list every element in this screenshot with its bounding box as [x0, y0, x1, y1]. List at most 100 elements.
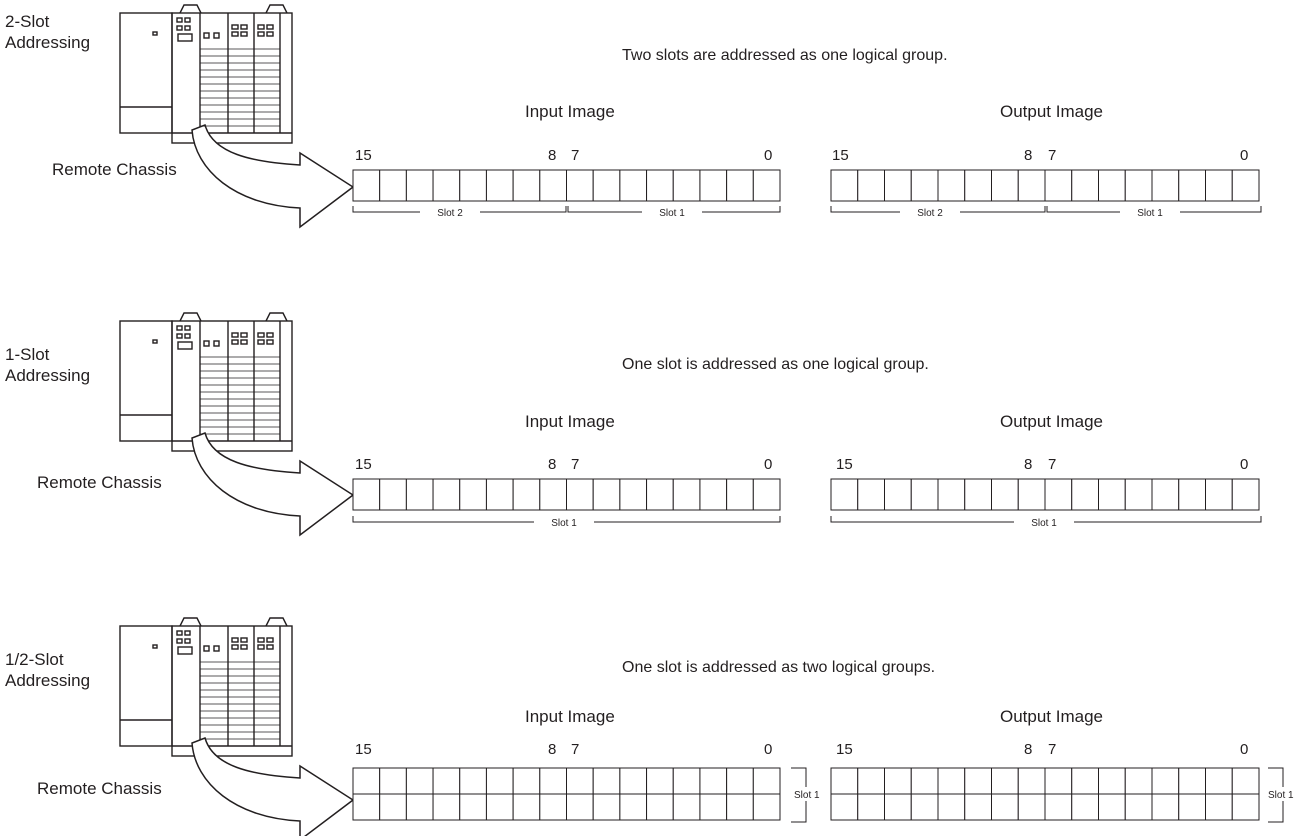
bit-cell-15-row-2 — [830, 793, 859, 821]
section-description: One slot is addressed as two logical gro… — [622, 659, 935, 676]
bit-cell-2-row-1 — [1178, 767, 1206, 795]
bit-label-0: 0 — [764, 456, 772, 473]
bit-cell-5-row-1 — [619, 767, 648, 795]
bit-label-0: 0 — [1240, 147, 1248, 164]
bit-cell-11-row-1 — [459, 767, 487, 795]
section-2-slot: 2-Slot Addressing Remote Chassis Two slo… — [5, 4, 1262, 228]
bit-cell-11 — [937, 478, 966, 511]
bit-cell-1-row-1 — [1205, 767, 1233, 795]
bit-cell-8-row-2 — [539, 793, 567, 821]
bit-label-7: 7 — [571, 741, 579, 758]
bit-cell-3-row-2 — [1151, 793, 1180, 821]
transfer-arrow-icon — [191, 737, 354, 836]
bit-cell-1 — [1205, 169, 1233, 202]
bracket-label-slot-1: Slot 1 — [1031, 518, 1057, 529]
bit-cell-5-row-2 — [1098, 793, 1126, 821]
bit-label-7: 7 — [1048, 456, 1056, 473]
bit-cell-0-row-2 — [752, 793, 781, 821]
bit-cell-2 — [1178, 478, 1206, 511]
bit-cell-14 — [379, 169, 407, 202]
bit-label-15: 15 — [355, 147, 372, 164]
bit-label-0: 0 — [764, 147, 772, 164]
transfer-arrow-icon — [191, 124, 354, 228]
bracket-label-slot-2: Slot 2 — [917, 208, 943, 219]
bit-cell-3-row-1 — [1151, 767, 1180, 795]
input-image: Input Image 15 8 7 0 Slot 1 — [352, 707, 829, 823]
bit-cell-15-row-1 — [830, 767, 859, 795]
bit-cell-1 — [726, 169, 754, 202]
output-image: Output Image 15 8 7 0 Slot 1 — [830, 707, 1302, 823]
bit-cell-1-row-1 — [726, 767, 754, 795]
bit-cell-8-row-1 — [1017, 767, 1046, 795]
bit-grid — [352, 169, 781, 202]
transfer-arrow-icon — [191, 432, 354, 536]
bit-cell-5-row-1 — [1098, 767, 1126, 795]
bit-cell-9 — [512, 169, 541, 202]
bit-cell-5 — [1098, 169, 1126, 202]
bit-cell-11 — [459, 169, 487, 202]
bit-cell-7 — [566, 478, 594, 511]
bit-grid — [352, 478, 781, 511]
bit-cell-0 — [752, 169, 781, 202]
bit-cell-15 — [830, 478, 859, 511]
bit-cell-2-row-2 — [1178, 793, 1206, 821]
bit-cell-13-row-1 — [884, 767, 912, 795]
bit-cell-2 — [1178, 169, 1206, 202]
section-description: Two slots are addressed as one logical g… — [622, 47, 948, 64]
bit-cell-6 — [592, 169, 621, 202]
bit-cell-0 — [752, 478, 781, 511]
bit-label-7: 7 — [1048, 147, 1056, 164]
bit-label-0: 0 — [764, 741, 772, 758]
side-bracket: Slot 1 — [791, 767, 829, 823]
side-label-slot-1: Slot 1 — [794, 790, 820, 801]
slot-brackets: Slot 1 — [830, 515, 1262, 529]
bit-cell-5 — [1098, 478, 1126, 511]
bit-cell-9-row-2 — [991, 793, 1019, 821]
bit-cell-12 — [910, 169, 939, 202]
bit-cell-7-row-2 — [1044, 793, 1073, 821]
bit-grid — [830, 767, 1260, 821]
bit-cell-3-row-2 — [672, 793, 701, 821]
bit-label-8: 8 — [548, 456, 556, 473]
remote-chassis-illustration — [119, 312, 293, 452]
chassis-label: Remote Chassis — [37, 779, 162, 798]
bit-cell-5 — [619, 478, 648, 511]
mode-label-line2: Addressing — [5, 671, 90, 690]
bit-cell-7 — [1044, 478, 1073, 511]
mode-label-line2: Addressing — [5, 366, 90, 385]
image-title: Output Image — [1000, 707, 1103, 726]
bit-grid — [830, 478, 1260, 511]
bit-cell-11-row-1 — [937, 767, 966, 795]
output-image: Output Image 15 8 7 0 Slot 2 Slot 1 — [830, 102, 1262, 219]
bit-cell-8 — [539, 169, 567, 202]
bit-cell-3 — [672, 478, 701, 511]
bit-cell-11-row-2 — [937, 793, 966, 821]
bit-label-7: 7 — [571, 456, 579, 473]
bit-cell-12-row-2 — [910, 793, 939, 821]
bit-cell-8-row-2 — [1017, 793, 1046, 821]
bit-cell-5 — [619, 169, 648, 202]
bit-cell-7-row-2 — [566, 793, 594, 821]
bit-cell-6-row-2 — [592, 793, 621, 821]
bit-grid — [352, 767, 781, 821]
bit-cell-15-row-2 — [352, 793, 381, 821]
bit-cell-3-row-1 — [672, 767, 701, 795]
bit-label-8: 8 — [548, 741, 556, 758]
bit-cell-11-row-2 — [459, 793, 487, 821]
bit-cell-8 — [1017, 478, 1046, 511]
bit-cell-2 — [699, 169, 728, 202]
bracket-label-slot-1: Slot 1 — [659, 208, 685, 219]
bit-cell-4 — [1124, 478, 1153, 511]
bit-cell-10-row-2 — [964, 793, 992, 821]
bit-cell-9-row-1 — [991, 767, 1019, 795]
side-label-slot-1: Slot 1 — [1268, 790, 1294, 801]
bracket-label-slot-1: Slot 1 — [551, 518, 577, 529]
bit-cell-12-row-1 — [910, 767, 939, 795]
bit-label-8: 8 — [1024, 147, 1032, 164]
bit-cell-10-row-1 — [485, 767, 514, 795]
bit-cell-13 — [405, 169, 434, 202]
bit-cell-9 — [991, 478, 1019, 511]
bit-label-15: 15 — [355, 741, 372, 758]
bit-cell-10-row-1 — [964, 767, 992, 795]
